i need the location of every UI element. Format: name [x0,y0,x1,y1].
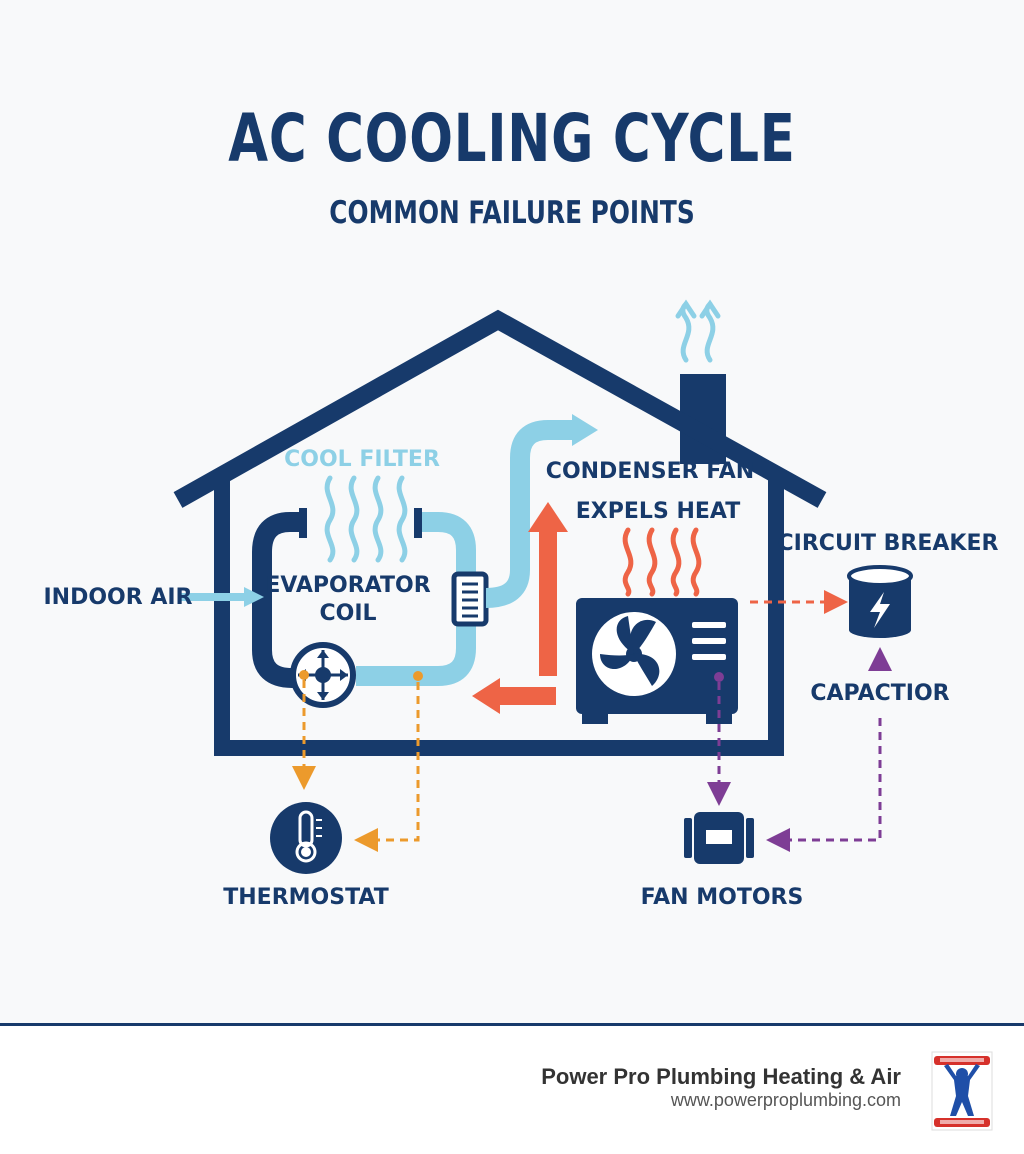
refrigerant-line-to-condenser [485,414,598,608]
fan-motors-label: FAN MOTORS [641,885,804,910]
indoor-air-label: INDOOR AIR [43,585,192,610]
failure-point-connectors [292,590,892,852]
cool-filter-label: COOL FILTER [284,447,440,472]
hot-refrigerant-arrow [472,502,568,714]
company-website[interactable]: www.powerproplumbing.com [670,1090,901,1110]
evaporator-label-line2: COIL [319,601,376,626]
thermometer-icon [270,802,342,874]
circuit-breaker-label: CIRCUIT BREAKER [778,531,999,556]
page-title: AC COOLING CYCLE [228,100,796,177]
page-subtitle: COMMON FAILURE POINTS [329,195,695,231]
thermostat-label: THERMOSTAT [223,885,388,910]
house-outline [173,309,827,756]
footer [0,1026,1024,1154]
capacitor-label: CAPACTIOR [810,681,949,706]
company-name: Power Pro Plumbing Heating & Air [541,1064,901,1089]
heat-waves-icon [622,527,702,597]
company-logo [931,1051,993,1131]
indoor-air-arrow [178,587,264,607]
lightning-icon [847,565,913,638]
cool-air-waves-icon [324,475,408,563]
footer-divider [0,1023,1024,1026]
condenser-unit [576,598,738,724]
filter-icon [451,571,489,627]
ac-cycle-diagram: COOL FILTER INDOOR AIR EVAPORATOR COIL C… [43,299,999,910]
fan-icon [600,616,660,686]
chimney-heat-waves-icon [675,299,721,363]
expansion-valve-icon [290,642,423,708]
evaporator-label-line1: EVAPORATOR [265,573,430,598]
condenser-fan-label: CONDENSER FAN [546,459,754,484]
expels-heat-label: EXPELS HEAT [576,499,740,524]
motor-icon [684,812,754,864]
